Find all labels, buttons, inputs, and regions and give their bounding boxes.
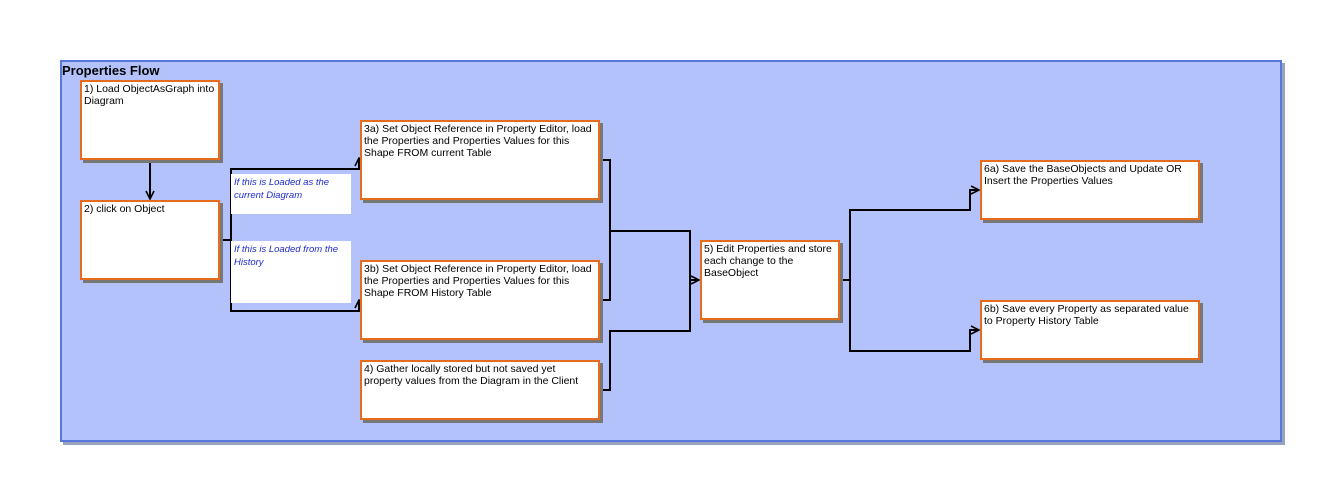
step-4-box: 4) Gather locally stored but not saved y… — [360, 360, 600, 420]
connector-5-to-6b — [849, 280, 979, 352]
step-6a-box: 6a) Save the BaseObjects and Update OR I… — [980, 160, 1200, 220]
step-5-box: 5) Edit Properties and store each change… — [700, 240, 840, 320]
connector-3a-to-5 — [600, 159, 699, 280]
condition-history-label: If this is Loaded from the History — [231, 241, 351, 303]
diagram-title: Properties Flow — [62, 63, 160, 78]
step-1-box: 1) Load ObjectAsGraph into Diagram — [80, 80, 220, 160]
condition-current-label: If this is Loaded as the current Diagram — [231, 174, 351, 214]
connector-4-to-5 — [600, 280, 691, 391]
connector-3b-to-5 — [600, 231, 611, 301]
step-3a-box: 3a) Set Object Reference in Property Edi… — [360, 120, 600, 200]
step-6b-box: 6b) Save every Property as separated val… — [980, 300, 1200, 360]
step-3b-box: 3b) Set Object Reference in Property Edi… — [360, 260, 600, 340]
step-2-box: 2) click on Object — [80, 200, 220, 280]
connector-5-to-6a — [840, 190, 979, 281]
connector-2-to-3a — [220, 158, 359, 241]
